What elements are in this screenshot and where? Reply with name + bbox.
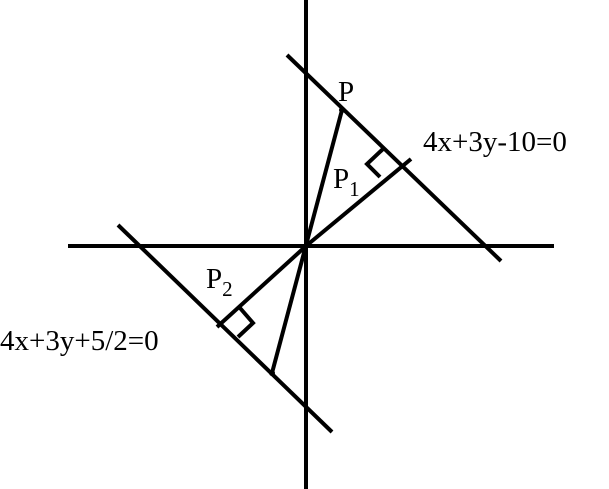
right-angle-marker-p1 [364, 147, 385, 179]
label-p1: P1 [333, 163, 360, 200]
perpendicular-op1 [304, 157, 413, 248]
line-4x+3y-10 [285, 53, 503, 263]
perpendicular-op2 [215, 244, 308, 329]
point-reflection [269, 370, 275, 376]
label-p: P [338, 76, 355, 108]
label-p2: P2 [206, 263, 233, 300]
label-p1-sub: 1 [349, 177, 360, 201]
point-p [339, 107, 345, 113]
line-4x+3y+5/2 [116, 223, 334, 434]
right-angle-marker-p2 [236, 306, 256, 339]
label-p1-main: P [333, 163, 350, 195]
label-line2-equation: 4x+3y+5/2=0 [0, 325, 159, 357]
segment-p-through-origin [270, 109, 344, 374]
label-line1-equation: 4x+3y-10=0 [423, 126, 567, 158]
label-p2-main: P [206, 263, 223, 295]
label-p2-sub: 2 [222, 277, 233, 301]
